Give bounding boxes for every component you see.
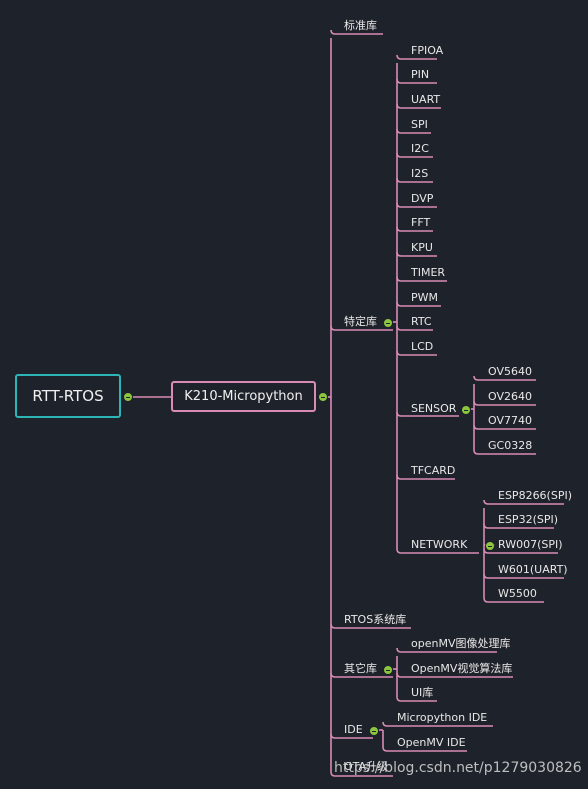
connector-line-21 bbox=[396, 301, 441, 307]
specific-item[interactable]: TFCARD bbox=[411, 464, 456, 477]
connector-line-42 bbox=[396, 647, 497, 653]
collapse-toggle-icon[interactable] bbox=[461, 405, 471, 415]
network-item[interactable]: W5500 bbox=[498, 587, 537, 600]
connector-line-38 bbox=[483, 573, 564, 579]
category-standard-lib[interactable]: 标准库 bbox=[344, 19, 377, 32]
specific-item[interactable]: KPU bbox=[411, 241, 433, 254]
connector-line-19 bbox=[396, 251, 437, 257]
specific-item-sensor[interactable]: SENSOR bbox=[411, 402, 457, 415]
other-item[interactable]: OpenMV视觉算法库 bbox=[411, 662, 513, 675]
collapse-toggle-icon[interactable] bbox=[369, 726, 379, 736]
network-item[interactable]: RW007(SPI) bbox=[498, 538, 563, 551]
specific-item[interactable]: RTC bbox=[411, 315, 432, 328]
specific-item[interactable]: LCD bbox=[411, 340, 434, 353]
connector-line-31 bbox=[473, 424, 536, 430]
collapse-toggle-icon[interactable] bbox=[383, 665, 393, 675]
network-item[interactable]: W601(UART) bbox=[498, 563, 568, 576]
connector-line-5 bbox=[330, 623, 411, 629]
connector-line-18 bbox=[396, 226, 433, 232]
connector-line-11 bbox=[396, 54, 437, 60]
connector-line-12 bbox=[396, 78, 437, 84]
connector-line-23 bbox=[396, 350, 437, 356]
specific-item[interactable]: I2C bbox=[411, 142, 429, 155]
collapse-toggle-icon[interactable] bbox=[485, 541, 495, 551]
connector-line-17 bbox=[396, 202, 437, 208]
specific-item[interactable]: TIMER bbox=[411, 266, 446, 279]
connector-line-29 bbox=[473, 375, 536, 381]
collapse-toggle-icon[interactable] bbox=[123, 392, 133, 402]
specific-item[interactable]: I2S bbox=[411, 167, 429, 180]
connector-line-35 bbox=[483, 499, 564, 505]
specific-item[interactable]: FFT bbox=[411, 216, 431, 229]
connector-line-3 bbox=[330, 29, 383, 35]
connector-line-20 bbox=[396, 276, 447, 282]
specific-item[interactable]: PWM bbox=[411, 291, 439, 304]
connector-line-26 bbox=[396, 548, 479, 554]
connector-line-7 bbox=[330, 733, 373, 739]
specific-item[interactable]: UART bbox=[411, 93, 441, 106]
connector-line-16 bbox=[396, 177, 433, 183]
specific-item[interactable]: DVP bbox=[411, 192, 434, 205]
connector-line-6 bbox=[330, 672, 393, 678]
connector-line-32 bbox=[473, 449, 536, 455]
connector-line-48 bbox=[382, 746, 467, 752]
main-label: K210-Micropython bbox=[184, 389, 303, 404]
specific-item[interactable]: PIN bbox=[411, 68, 430, 81]
ide-item[interactable]: OpenMV IDE bbox=[397, 736, 466, 749]
category-other-lib[interactable]: 其它库 bbox=[344, 662, 377, 675]
specific-item-network[interactable]: NETWORK bbox=[411, 538, 468, 551]
ide-item[interactable]: Micropython IDE bbox=[397, 711, 488, 724]
specific-item[interactable]: SPI bbox=[411, 118, 428, 131]
root-label: RTT-RTOS bbox=[32, 387, 104, 405]
connector-line-36 bbox=[483, 523, 554, 529]
connector-line-44 bbox=[396, 696, 437, 702]
connector-line-24 bbox=[396, 411, 459, 417]
connector-line-4 bbox=[330, 325, 393, 331]
connector-line-43 bbox=[396, 672, 513, 678]
network-item[interactable]: ESP8266(SPI) bbox=[498, 489, 573, 502]
root-node[interactable]: RTT-RTOS bbox=[15, 374, 121, 418]
sensor-item[interactable]: OV7740 bbox=[488, 414, 532, 427]
category-ota[interactable]: OTA升级 bbox=[344, 760, 389, 773]
network-item[interactable]: ESP32(SPI) bbox=[498, 513, 559, 526]
sensor-item[interactable]: OV2640 bbox=[488, 390, 532, 403]
connector-line-8 bbox=[330, 771, 393, 777]
connector-line-22 bbox=[396, 325, 433, 331]
sensor-item[interactable]: OV5640 bbox=[488, 365, 532, 378]
connector-line-37 bbox=[483, 548, 558, 554]
main-node[interactable]: K210-Micropython bbox=[171, 381, 316, 412]
connector-line-15 bbox=[396, 152, 433, 158]
collapse-toggle-icon[interactable] bbox=[383, 318, 393, 328]
connector-line-13 bbox=[396, 103, 441, 109]
category-rtos-lib[interactable]: RTOS系统库 bbox=[344, 613, 407, 626]
specific-item[interactable]: FPIOA bbox=[411, 44, 444, 57]
watermark-text: https://blog.csdn.net/p1279030826 bbox=[334, 760, 582, 776]
connector-line-47 bbox=[382, 721, 493, 727]
category-specific-lib[interactable]: 特定库 bbox=[344, 315, 377, 328]
connector-line-14 bbox=[396, 128, 431, 134]
category-ide[interactable]: IDE bbox=[344, 723, 363, 736]
sensor-item[interactable]: GC0328 bbox=[488, 439, 533, 452]
connector-line-39 bbox=[483, 597, 544, 603]
connector-line-25 bbox=[396, 474, 455, 480]
other-item[interactable]: UI库 bbox=[411, 686, 434, 699]
collapse-toggle-icon[interactable] bbox=[318, 392, 328, 402]
connector-line-30 bbox=[473, 400, 536, 406]
other-item[interactable]: openMV图像处理库 bbox=[411, 637, 511, 650]
